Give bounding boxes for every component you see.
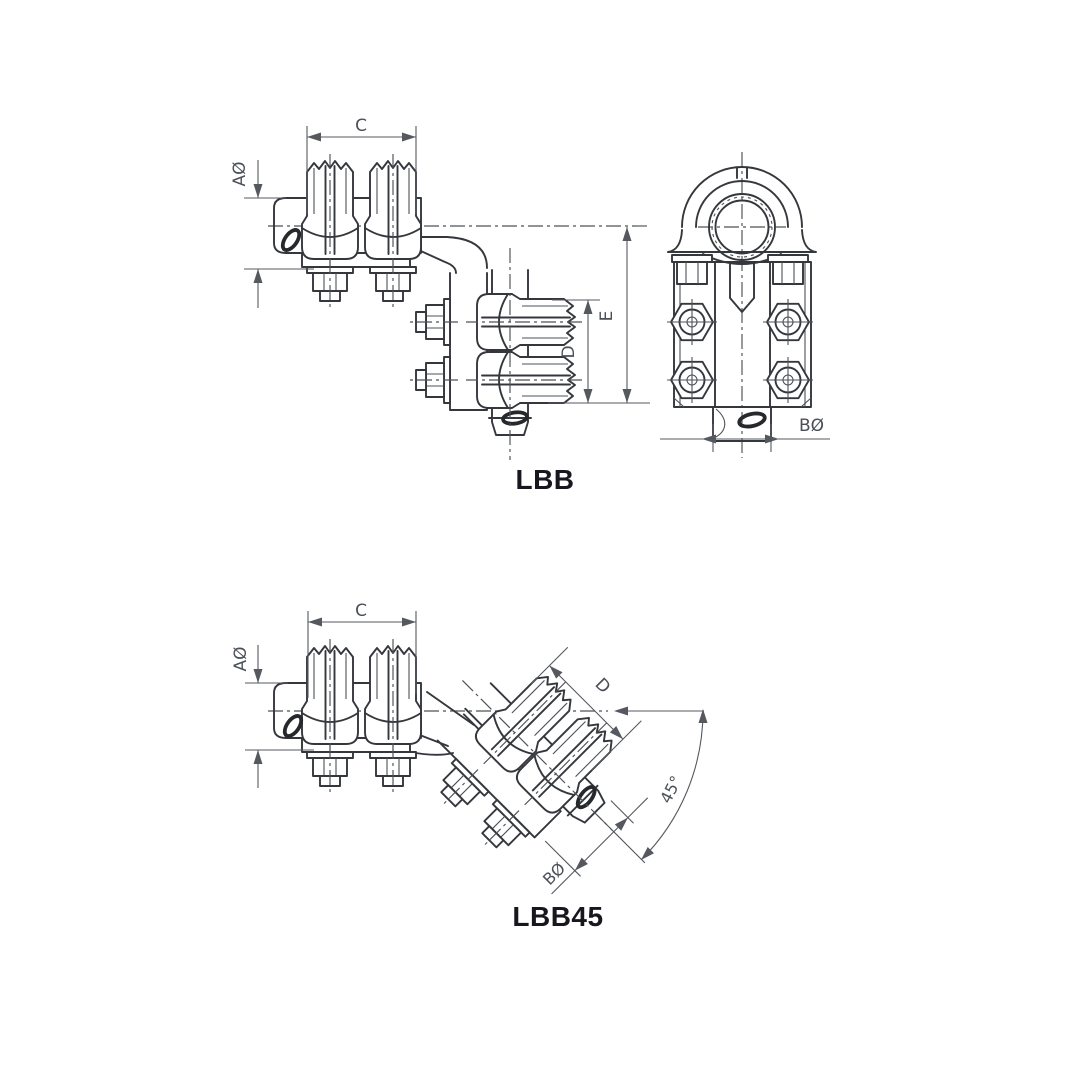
lbb45-angle-dim: 45° — [614, 706, 708, 860]
lbb-dim-a: AØ — [230, 160, 314, 308]
cotter-ring — [737, 411, 767, 429]
dim-label-angle: 45° — [656, 773, 686, 807]
dim-label-d: D — [559, 345, 579, 358]
lbb-dim-d: D — [548, 299, 650, 404]
dim-label-a: AØ — [231, 646, 251, 671]
lbb45-dim-c: C — [307, 601, 417, 698]
figure-lbb: C AØ D E — [230, 116, 830, 495]
dim-label-c: C — [355, 116, 367, 136]
dim-label-b: BØ — [539, 859, 569, 889]
figure-lbb45: C AØ D BØ 45° — [231, 601, 708, 932]
lbb45-side-view — [268, 630, 663, 904]
dim-label-d: D — [591, 674, 614, 697]
dim-label-e: E — [597, 311, 617, 322]
cotter-ring — [282, 714, 304, 738]
lbb-title: LBB — [515, 464, 574, 495]
cotter-ring — [280, 228, 302, 252]
lbb-dim-b: BØ — [660, 416, 830, 452]
lbb45-title: LBB45 — [512, 901, 603, 932]
lbb45-dim-a: AØ — [231, 645, 314, 788]
lbb-dim-c: C — [306, 116, 417, 214]
dim-label-b: BØ — [799, 416, 824, 436]
lbb-dim-e: E — [597, 227, 632, 403]
dim-label-c: C — [355, 601, 367, 621]
lbb-side-view — [268, 153, 650, 460]
dim-label-a: AØ — [230, 161, 250, 186]
lbb-front-view — [666, 152, 817, 458]
